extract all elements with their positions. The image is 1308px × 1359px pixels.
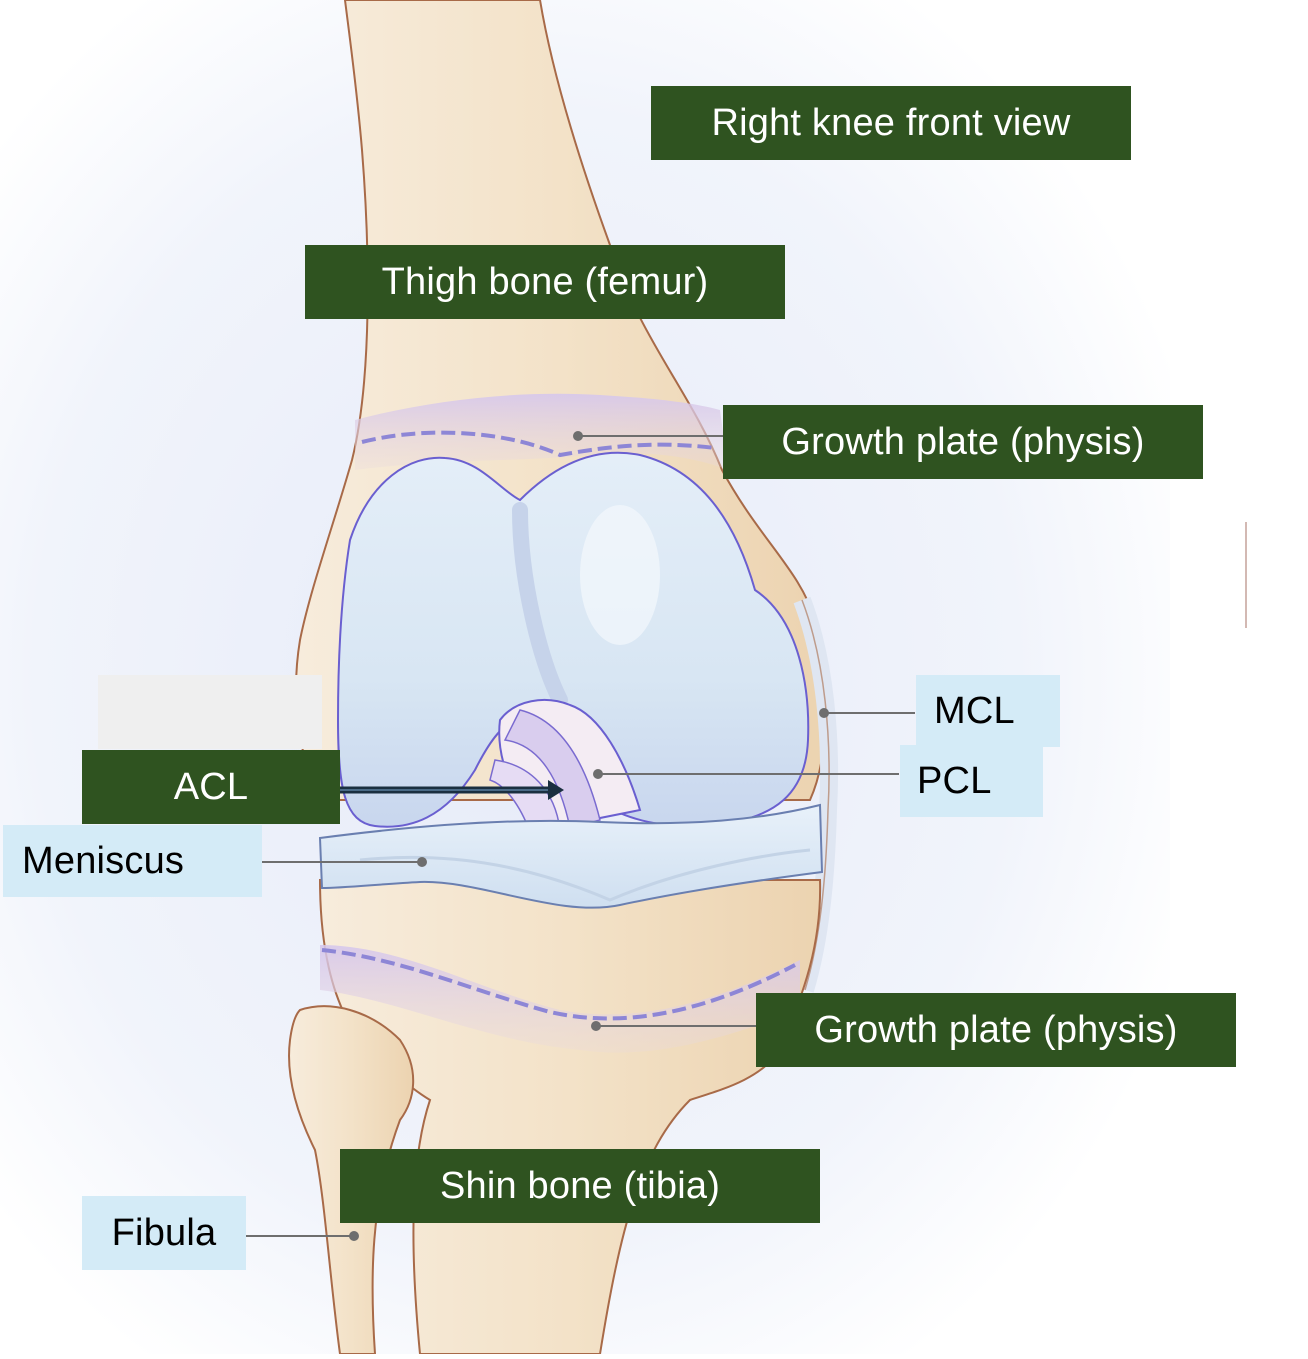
meniscus-texture xyxy=(359,848,811,902)
label-fibula: Fibula xyxy=(82,1196,246,1270)
label-growth-plate-lower: Growth plate (physis) xyxy=(756,993,1236,1067)
label-growth-plate-upper: Growth plate (physis) xyxy=(723,405,1203,479)
acl-arrow xyxy=(340,780,564,800)
leader-lower-physis-dot xyxy=(591,1021,601,1031)
label-mcl: MCL xyxy=(916,675,1060,747)
leader-pcl-dot xyxy=(593,769,603,779)
trochlear-groove xyxy=(512,502,568,708)
label-femur: Thigh bone (femur) xyxy=(305,245,785,319)
diagram-title: Right knee front view xyxy=(651,86,1131,160)
leader-fibula-dot xyxy=(349,1231,359,1241)
label-pcl: PCL xyxy=(900,745,1043,817)
label-acl: ACL xyxy=(82,750,340,824)
lower-physis-line xyxy=(321,948,796,1021)
leader-meniscus-dot xyxy=(417,857,427,867)
upper-physis-band xyxy=(355,393,728,470)
label-tibia: Shin bone (tibia) xyxy=(340,1149,820,1223)
label-meniscus: Meniscus xyxy=(3,825,262,897)
leader-upper-physis-dot xyxy=(573,431,583,441)
condyle-highlight xyxy=(580,505,660,645)
meniscus-shape xyxy=(318,803,824,909)
leader-mcl-dot xyxy=(819,708,829,718)
upper-physis-line xyxy=(361,430,716,458)
blank-placeholder-box xyxy=(98,675,322,749)
